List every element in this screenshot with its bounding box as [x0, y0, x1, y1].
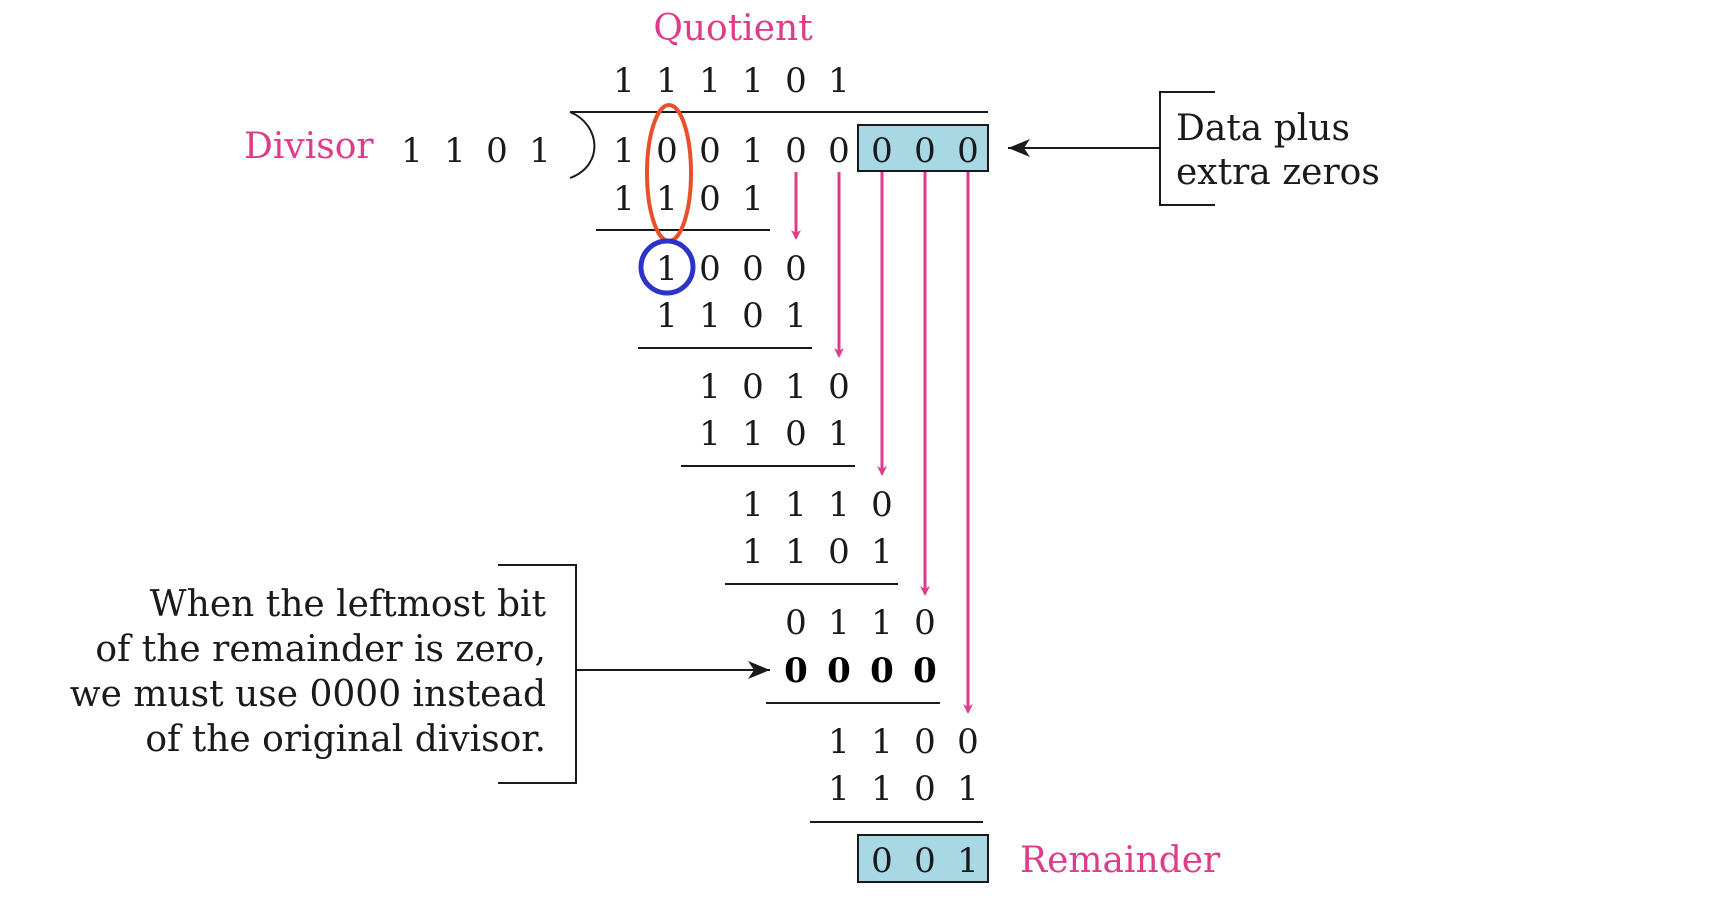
partial-bit: 1 [871, 769, 893, 809]
difference-bit: 0 [785, 603, 807, 643]
partial-bit: 1 [957, 769, 979, 809]
remainder-bits: 0 0 1 [871, 841, 979, 881]
step-1: 1 1 0 1 [613, 179, 764, 219]
partial-bit: 1 [656, 179, 678, 219]
zero-divisor-bit: 0 [827, 651, 851, 691]
divisor-bits: 1 1 0 1 [401, 131, 551, 171]
partial-bit: 1 [742, 414, 764, 454]
data-plus-line: extra zeros [1176, 152, 1380, 193]
extra-zero-bit: 0 [871, 131, 893, 171]
extra-zero-bit: 0 [914, 131, 936, 171]
dividend-bits: 1 0 0 1 0 0 0 0 0 [613, 131, 979, 171]
partial-bit: 0 [785, 414, 807, 454]
extra-zeros-box [857, 124, 989, 172]
difference-bit: 1 [785, 485, 807, 525]
divisor-bit: 1 [444, 131, 466, 171]
partial-bit: 1 [785, 532, 807, 572]
difference-bit: 1 [871, 722, 893, 762]
difference-bit: 1 [742, 485, 764, 525]
difference-bit: 1 [828, 722, 850, 762]
leftmost-bit-circle [638, 238, 696, 296]
partial-bit: 1 [828, 414, 850, 454]
partial-bit: 1 [699, 296, 721, 336]
quotient-bit: 1 [656, 61, 678, 101]
zero-rule-line: of the remainder is zero, [95, 629, 546, 670]
step-3: 1 0 1 0 1 1 0 1 [699, 367, 850, 454]
zero-rule-line: we must use 0000 instead [70, 674, 546, 715]
partial-bit: 0 [914, 769, 936, 809]
difference-bit: 0 [957, 722, 979, 762]
partial-bit: 1 [613, 179, 635, 219]
partial-bit: 0 [699, 179, 721, 219]
step-5: 0 1 1 0 0 0 0 0 [784, 603, 937, 691]
remainder-box [857, 834, 989, 883]
data-bit: 0 [656, 131, 678, 171]
partial-bit: 1 [742, 532, 764, 572]
zero-rule-line: of the original divisor. [145, 719, 546, 760]
quotient-label: Quotient [653, 8, 813, 49]
step-4: 1 1 1 0 1 1 0 1 [742, 485, 893, 572]
difference-bit: 1 [828, 485, 850, 525]
quotient-bit: 1 [828, 61, 850, 101]
partial-bit: 1 [871, 532, 893, 572]
quotient-bit: 1 [699, 61, 721, 101]
divisor-bit: 1 [401, 131, 423, 171]
leading-bits-ellipse [645, 103, 693, 243]
partial-bit: 1 [742, 179, 764, 219]
data-bit: 0 [785, 131, 807, 171]
remainder-label: Remainder [1020, 840, 1221, 881]
data-plus-note: Data plus extra zeros [1176, 108, 1380, 193]
data-bit: 1 [742, 131, 764, 171]
quotient-bit: 0 [785, 61, 807, 101]
difference-bit: 1 [871, 603, 893, 643]
partial-bit: 1 [828, 769, 850, 809]
zero-rule-line: When the leftmost bit [150, 584, 547, 625]
zero-divisor-bit: 0 [913, 651, 937, 691]
remainder-bit: 0 [871, 841, 893, 881]
zero-rule-note: When the leftmost bit of the remainder i… [70, 584, 547, 760]
data-bit: 0 [828, 131, 850, 171]
step-6: 1 1 0 0 1 1 0 1 [828, 722, 979, 809]
difference-bit: 0 [871, 485, 893, 525]
remainder-bit: 1 [957, 841, 979, 881]
partial-bit: 1 [699, 414, 721, 454]
divisor-label: Divisor [244, 126, 374, 167]
zero-divisor-bit: 0 [784, 651, 808, 691]
extra-zero-bit: 0 [957, 131, 979, 171]
difference-bit: 1 [656, 249, 678, 289]
difference-bit: 1 [828, 603, 850, 643]
difference-bit: 0 [742, 367, 764, 407]
data-callout-bracket [1008, 91, 1215, 206]
bring-down-arrows [791, 172, 973, 714]
difference-bit: 0 [699, 249, 721, 289]
data-bit: 0 [699, 131, 721, 171]
zero-rule-callout-bracket [498, 564, 770, 784]
difference-bit: 1 [699, 367, 721, 407]
difference-bit: 0 [914, 722, 936, 762]
division-bracket [569, 111, 596, 179]
quotient-bit: 1 [613, 61, 635, 101]
partial-bit: 1 [656, 296, 678, 336]
data-bit: 1 [613, 131, 635, 171]
divisor-bit: 0 [486, 131, 508, 171]
partial-bit: 0 [742, 296, 764, 336]
remainder-bit: 0 [914, 841, 936, 881]
divisor-bit: 1 [529, 131, 551, 171]
partial-bit: 1 [785, 296, 807, 336]
quotient-bits: 1 1 1 1 0 1 [613, 61, 850, 101]
data-plus-line: Data plus [1176, 108, 1350, 149]
difference-bit: 0 [914, 603, 936, 643]
difference-bit: 0 [785, 249, 807, 289]
step-2: 1 0 0 0 1 1 0 1 [656, 249, 807, 336]
difference-bit: 0 [828, 367, 850, 407]
difference-bit: 1 [785, 367, 807, 407]
quotient-bit: 1 [742, 61, 764, 101]
partial-bit: 0 [828, 532, 850, 572]
difference-bit: 0 [742, 249, 764, 289]
zero-divisor-bit: 0 [870, 651, 894, 691]
